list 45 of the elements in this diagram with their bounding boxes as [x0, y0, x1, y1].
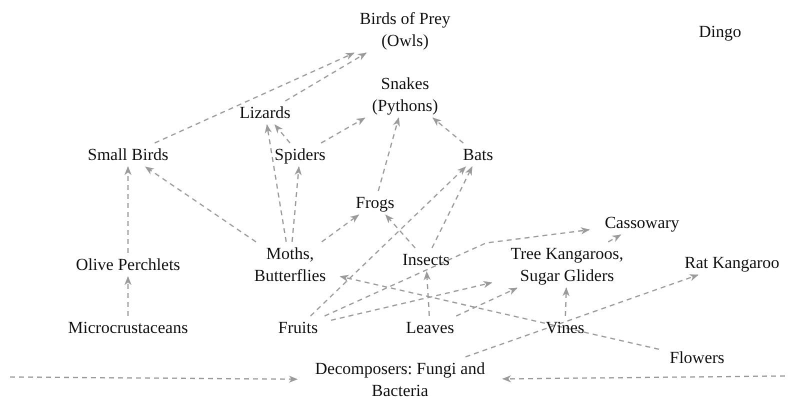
arrow: [291, 166, 302, 242]
arrow: [340, 274, 660, 350]
arrow: [562, 287, 570, 316]
species-label: Fruits: [268, 316, 328, 340]
species-label: Insects: [391, 248, 461, 272]
species-label: Rat Kangaroo: [672, 252, 792, 274]
species-label: Vines: [538, 316, 592, 340]
arrow: [10, 376, 298, 383]
arrow: [154, 52, 355, 144]
arrow: [608, 234, 622, 242]
arrow: [330, 281, 492, 321]
species-label: Bats: [453, 144, 503, 166]
species-label: Birds of Prey (Owls): [340, 8, 470, 52]
arrow: [124, 166, 132, 253]
species-label: Spiders: [262, 144, 338, 166]
arrow: [432, 118, 464, 144]
species-label: Snakes (Pythons): [358, 72, 452, 118]
species-label: Olive Perchlets: [58, 254, 198, 276]
arrow: [431, 166, 473, 248]
species-label: Frogs: [345, 192, 405, 214]
arrow: [465, 274, 699, 358]
arrow: [321, 214, 360, 242]
species-label: Cassowary: [592, 212, 692, 234]
species-label: Tree Kangaroos, Sugar Gliders: [494, 242, 640, 288]
arrow: [320, 118, 366, 144]
species-label: Microcrustaceans: [48, 316, 208, 340]
species-label: Dingo: [685, 20, 755, 44]
arrow: [284, 52, 367, 102]
arrow: [385, 214, 416, 248]
species-label: Leaves: [398, 316, 462, 340]
arrow: [424, 271, 431, 316]
species-label: Moths, Butterflies: [242, 242, 338, 288]
species-label: Lizards: [230, 102, 300, 124]
species-label: Decomposers: Fungi and Bacteria: [300, 358, 500, 402]
species-label: Flowers: [662, 346, 732, 370]
arrow: [378, 117, 400, 192]
arrow: [324, 227, 590, 317]
arrow: [264, 124, 287, 242]
arrow: [456, 288, 518, 317]
arrow: [124, 276, 132, 316]
arrow: [310, 166, 466, 316]
arrow: [274, 124, 290, 144]
arrow: [502, 375, 785, 382]
species-label: Small Birds: [73, 144, 183, 166]
arrow: [144, 166, 256, 242]
